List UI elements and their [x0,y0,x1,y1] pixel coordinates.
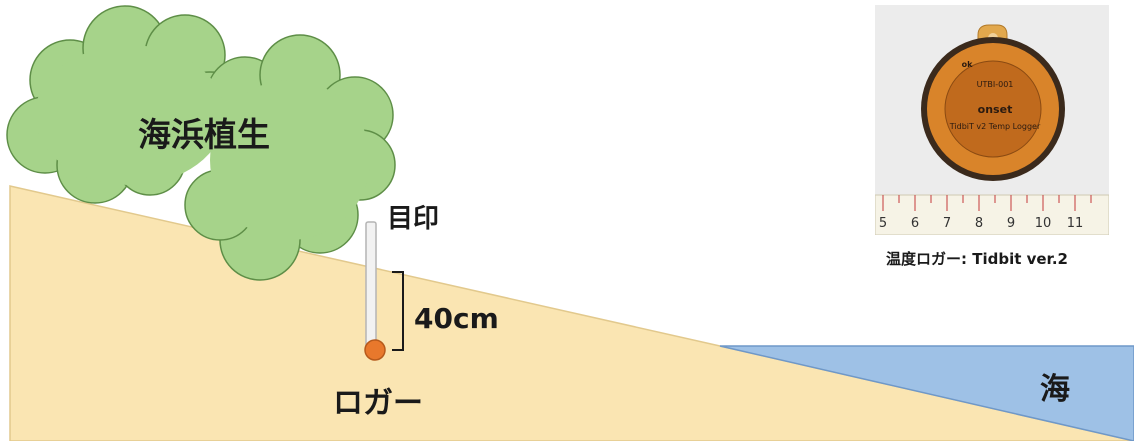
sea [719,345,1134,442]
ruler-tick-label: 6 [911,216,919,231]
ruler-tick-label: 9 [1007,216,1015,231]
vegetation-fill [35,45,370,240]
logger-photo: 5 6 7 8 9 10 11 ok UTBI-001 onset TidbiT… [875,5,1109,235]
logger-ok-mark: ok [962,60,973,69]
logger-brand: onset [978,103,1013,116]
ruler-tick-label: 7 [943,216,951,231]
ruler [875,194,1109,235]
marker-label: 目印 [387,204,440,234]
ruler-tick-label: 11 [1067,216,1084,231]
marker-pole [365,221,377,349]
depth-bracket [392,271,404,351]
vegetation-label: 海浜植生 [138,115,270,154]
logger-ring-text: TidbiT v2 Temp Logger [949,122,1041,131]
ruler-ticks [882,195,1092,211]
logger-label: ロガー [333,386,423,421]
ruler-tick-label: 10 [1035,216,1052,231]
photo-caption: 温度ロガー: Tidbit ver.2 [886,250,1068,268]
sea-label: 海 [1040,372,1070,407]
logger-dot [364,339,386,361]
ruler-tick-label: 8 [975,216,983,231]
depth-label: 40cm [414,302,499,335]
ruler-tick-label: 5 [879,216,887,231]
logger-model-text: UTBI-001 [977,80,1014,89]
